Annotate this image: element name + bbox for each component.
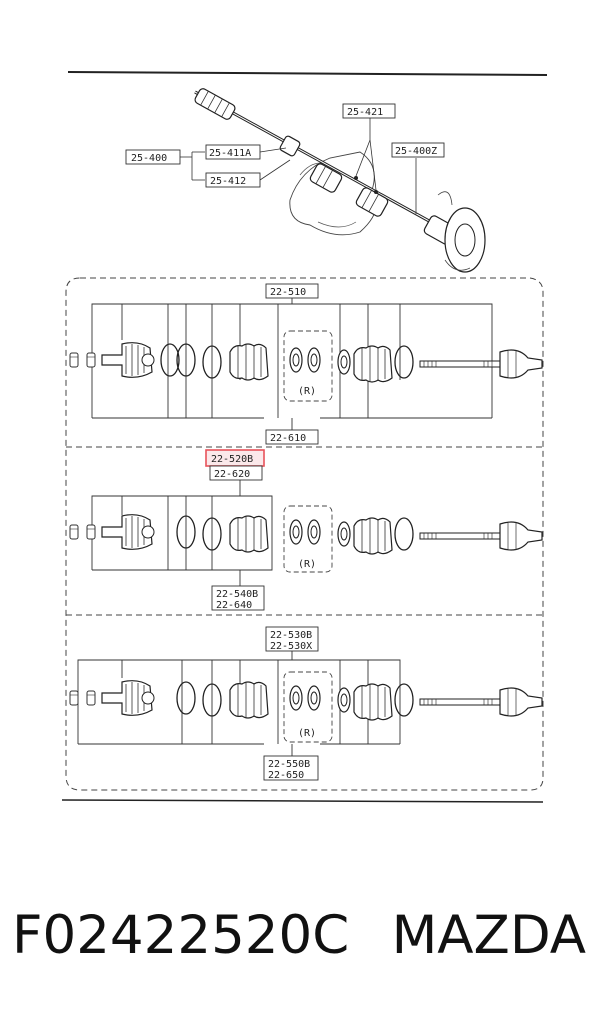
svg-text:22-530B: 22-530B bbox=[270, 630, 312, 641]
svg-text:22-620: 22-620 bbox=[214, 469, 250, 480]
svg-text:25-421: 25-421 bbox=[347, 107, 383, 118]
label-25-421: 25-421 bbox=[342, 103, 396, 119]
svg-text:25-400: 25-400 bbox=[131, 153, 167, 164]
label-25-411a: 25-411A bbox=[205, 144, 261, 160]
svg-text:22-520B: 22-520B bbox=[211, 454, 253, 465]
svg-text:22-530X: 22-530X bbox=[270, 641, 312, 652]
svg-text:22-650: 22-650 bbox=[268, 770, 304, 781]
svg-text:25-412: 25-412 bbox=[210, 176, 246, 187]
variant-section-2: (R) 22-520B 22-620 22-540B 22-640 bbox=[69, 449, 543, 611]
label-22-620: 22-620 bbox=[209, 465, 263, 481]
label-22-520b-highlighted: 22-520B bbox=[205, 449, 265, 467]
label-22-510: 22-510 bbox=[265, 283, 319, 299]
svg-text:(R): (R) bbox=[298, 728, 316, 739]
svg-text:22-510: 22-510 bbox=[270, 287, 306, 298]
svg-text:25-400Z: 25-400Z bbox=[395, 146, 437, 157]
svg-text:22-550B: 22-550B bbox=[268, 759, 310, 770]
top-rule bbox=[67, 71, 548, 76]
svg-text:22-610: 22-610 bbox=[270, 433, 306, 444]
svg-text:(R): (R) bbox=[298, 386, 316, 397]
label-22-550b: 22-550B 22-650 bbox=[263, 755, 319, 781]
svg-text:(R): (R) bbox=[298, 559, 316, 570]
caption-bar: F02422520C MAZDA bbox=[0, 895, 600, 985]
label-25-412: 25-412 bbox=[205, 172, 261, 188]
part-number: F02422520C bbox=[12, 905, 350, 966]
bottom-rule bbox=[61, 799, 544, 803]
assembled-driveshaft bbox=[180, 88, 486, 273]
brand-name: MAZDA bbox=[391, 905, 586, 966]
variant-section-3: (R) 22-530B 22-530X 22-550B 22-650 bbox=[69, 626, 543, 781]
label-25-400: 25-400 bbox=[125, 149, 181, 165]
label-25-400z: 25-400Z bbox=[391, 142, 445, 158]
variants-dashed-frame bbox=[65, 277, 544, 791]
label-22-540b: 22-540B 22-640 bbox=[211, 585, 265, 611]
svg-text:22-640: 22-640 bbox=[216, 600, 252, 611]
label-22-610: 22-610 bbox=[265, 429, 319, 445]
svg-text:22-540B: 22-540B bbox=[216, 589, 258, 600]
variant-section-1: (R) 22-510 22-610 bbox=[69, 283, 543, 445]
label-22-530b: 22-530B 22-530X bbox=[265, 626, 319, 652]
svg-text:25-411A: 25-411A bbox=[209, 148, 251, 159]
